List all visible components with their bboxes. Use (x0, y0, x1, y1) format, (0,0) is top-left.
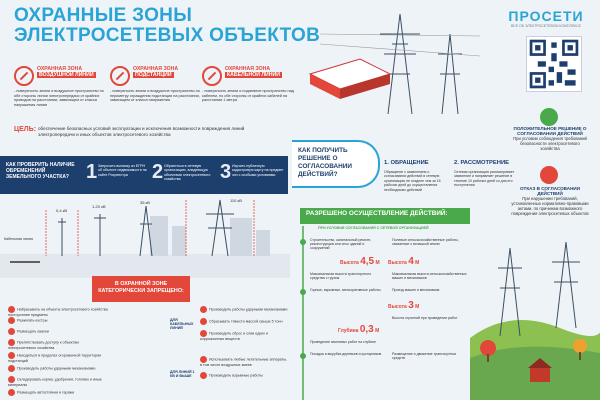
fire-icon (8, 317, 15, 324)
barrier-icon (8, 339, 15, 346)
bans-mid-list: Производить работы ударными механизмами … (200, 306, 292, 400)
cable-line-label: Кабельная линия (4, 237, 33, 241)
bans-left-list: Набрасывать на объекты электросетевого х… (8, 306, 108, 400)
check-question: КАК ПРОВЕРИТЬ НАЛИЧИЕ ОБРЕМЕНЕНИЙ ЗЕМЕЛЬ… (6, 162, 75, 181)
voltage-label-2: 1-20 кВ (92, 204, 106, 209)
depth-works-text: Проведение земляных работ на глубине (310, 340, 376, 344)
voltage-lines-illustration: 0,4 кВ 1-20 кВ 35 кВ 110 кВ Кабельная ли… (0, 198, 290, 278)
list-item: Размещать автостоянки и гаражи (8, 389, 104, 396)
zone-overhead-text: - поверхность земли и воздушное простран… (14, 89, 104, 107)
voltage-label-3: 35 кВ (140, 200, 150, 205)
checkmark-icon (540, 108, 558, 126)
height-machines-text: Максимальная высота сельскохозяйственных… (392, 272, 467, 281)
height-buildings: Высота 3 М (388, 300, 420, 311)
permit-right-2: Проезд машин и механизмов (392, 288, 440, 292)
list-item: Производить взрывные работы (200, 372, 290, 379)
cable-line-icon (202, 66, 222, 86)
fence-icon (8, 352, 15, 359)
weight-icon (200, 318, 207, 325)
permit-left-1: Строительство, капитальный ремонт, рекон… (310, 238, 371, 251)
list-item: Разжигать костры (8, 317, 47, 324)
height-machines: Высота 4 М (388, 256, 420, 267)
header-illustration (308, 13, 481, 115)
permit-right-3: Размещение и движение транспортных средс… (392, 352, 457, 361)
check-encumbrance-bar: КАК ПРОВЕРИТЬ НАЛИЧИЕ ОБРЕМЕНЕНИЙ ЗЕМЕЛЬ… (0, 156, 288, 194)
over-1kv-label: ДЛЯ ЛИНИЙ 1 КВ И ВЫШЕ (170, 370, 195, 378)
parking-icon (8, 389, 15, 396)
landscape-illustration (470, 241, 600, 400)
list-item: Производить сброс и слив едких и коррози… (200, 330, 269, 341)
height-vehicle-text: Максимальная высота транспортного средст… (310, 272, 372, 281)
trash-icon (8, 328, 15, 335)
logo-subtitle: ВСЕ ОБ ЭЛЕКТРОСЕТЕВОМ КОМПЛЕКСЕ (510, 24, 582, 28)
list-item: Складировать корма, удобрения, топливо и… (8, 376, 102, 387)
how-to-get-decision: КАК ПОЛУЧИТЬ РЕШЕНИЕ О СОГЛАСОВАНИИ ДЕЙС… (292, 140, 380, 188)
hammer-icon (200, 306, 207, 313)
permit-timeline (300, 226, 306, 400)
substation-icon (110, 66, 130, 86)
voltage-label-4: 110 кВ (230, 198, 242, 203)
list-item: Производить работы ударными механизмами (200, 306, 290, 313)
height-vehicle: Высота 4,5 М (340, 256, 380, 267)
permit-subtitle: ПРИ УСЛОВИИ СОГЛАСОВАНИЯ С СЕТЕВОЙ ОРГАН… (318, 226, 429, 230)
chemical-icon (200, 330, 207, 337)
kite-icon (200, 356, 207, 363)
voltage-label-1: 0,4 кВ (56, 208, 67, 213)
logo-name: ПРОСЕТИ (508, 8, 584, 24)
qr-code-icon (526, 36, 582, 92)
storage-icon (8, 376, 15, 383)
title-line-2: ЭЛЕКТРОСЕТЕВЫХ ОБЪЕКТОВ (14, 25, 321, 46)
goal: ЦЕЛЬ:обеспечение безопасных условий эксп… (14, 126, 282, 144)
substation-illustration (308, 58, 392, 99)
list-item: Набрасывать на объекты электросетевого х… (8, 306, 108, 317)
zone-cable-text: - поверхность земли и подземное простран… (202, 89, 294, 103)
goal-label: ЦЕЛЬ: (14, 126, 37, 133)
zone-substation-text: - поверхность земли и воздушное простран… (110, 89, 200, 103)
ban-icon (8, 306, 15, 313)
list-item: Сбрасывать тяжести массой свыше 5 тонн (200, 318, 290, 325)
title-line-1: ОХРАННЫЕ ЗОНЫ (14, 5, 193, 26)
height-buildings-text: Высота строений при проведении работ (392, 316, 458, 320)
permit-header: РАЗРЕШЕНО ОСУЩЕСТВЛЕНИЕ ДЕЙСТВИЙ: (300, 208, 470, 224)
overhead-line-icon (14, 66, 34, 86)
explosion-icon (200, 372, 207, 379)
goal-text: обеспечение безопасных условий эксплуата… (38, 126, 245, 137)
permit-left-3: Посадка и вырубка деревьев и кустарников (310, 352, 382, 356)
cable-lines-label: ДЛЯ КАБЕЛЬНЫХ ЛИНИЙ (170, 318, 194, 330)
list-item: Препятствовать доступу к объектам электр… (8, 339, 79, 350)
list-item: Производить работы ударными механизмами (8, 365, 104, 372)
list-item: Находиться в пределах огороженной террит… (8, 352, 102, 363)
logo: ПРОСЕТИ ВСЕ ОБ ЭЛЕКТРОСЕТЕВОМ КОМПЛЕКСЕ (506, 8, 586, 28)
permit-left-2: Горные, взрывные, мелиоративные работы (310, 288, 381, 292)
permit-right-1: Полевые сельскохозяйственные работы, свя… (392, 238, 459, 247)
result-positive: ПОЛОЖИТЕЛЬНОЕ РЕШЕНИЕ О СОГЛАСОВАНИИ ДЕЙ… (510, 108, 590, 151)
hammer-icon (8, 365, 15, 372)
page-title: ОХРАННЫЕ ЗОНЫ ЭЛЕКТРОСЕТЕВЫХ ОБЪЕКТОВ (14, 6, 320, 46)
list-item: Размещать свалки (8, 328, 49, 335)
depth-works: Глубина 0,3 М (338, 324, 380, 335)
list-item: Использовать любые летательные аппараты,… (200, 356, 288, 367)
how-title: КАК ПОЛУЧИТЬ РЕШЕНИЕ О СОГЛАСОВАНИИ ДЕЙС… (298, 147, 352, 178)
cross-icon (540, 166, 558, 184)
